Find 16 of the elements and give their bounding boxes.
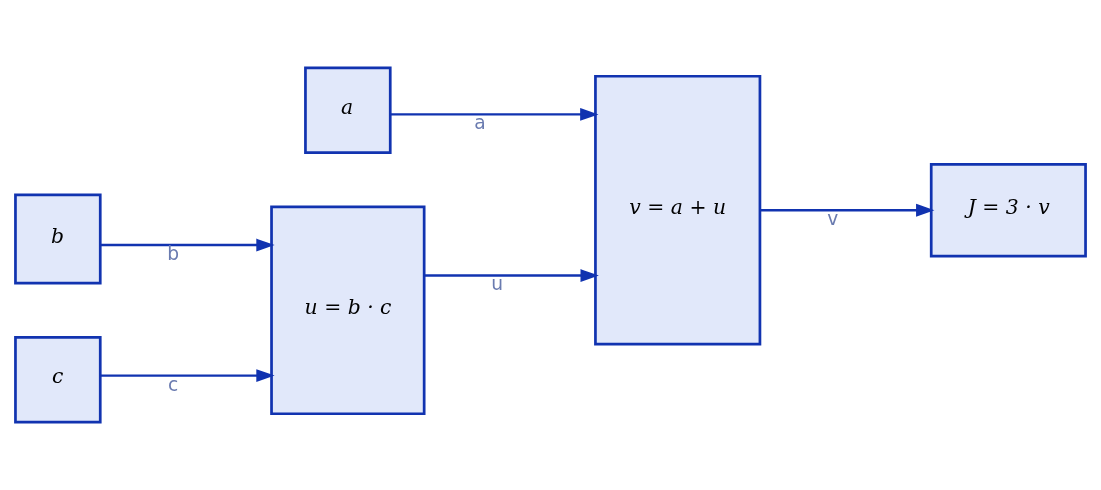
node-box: v = a + u	[594, 74, 762, 346]
node-box: b	[14, 193, 102, 285]
edge-label: v	[827, 208, 839, 230]
edge-label: a	[474, 112, 486, 134]
edge-label: c	[168, 373, 179, 395]
node-box: u = b · c	[270, 205, 426, 416]
arrow	[100, 369, 275, 382]
node-box: c	[14, 336, 102, 424]
arrow	[760, 203, 935, 217]
node-box: J = 3 · v	[929, 163, 1087, 258]
node-box: a	[304, 66, 392, 154]
arrow	[390, 108, 599, 121]
edge-label: b	[167, 242, 180, 264]
arrow	[424, 269, 599, 282]
edge-label: u	[491, 273, 503, 295]
arrow	[100, 238, 275, 252]
